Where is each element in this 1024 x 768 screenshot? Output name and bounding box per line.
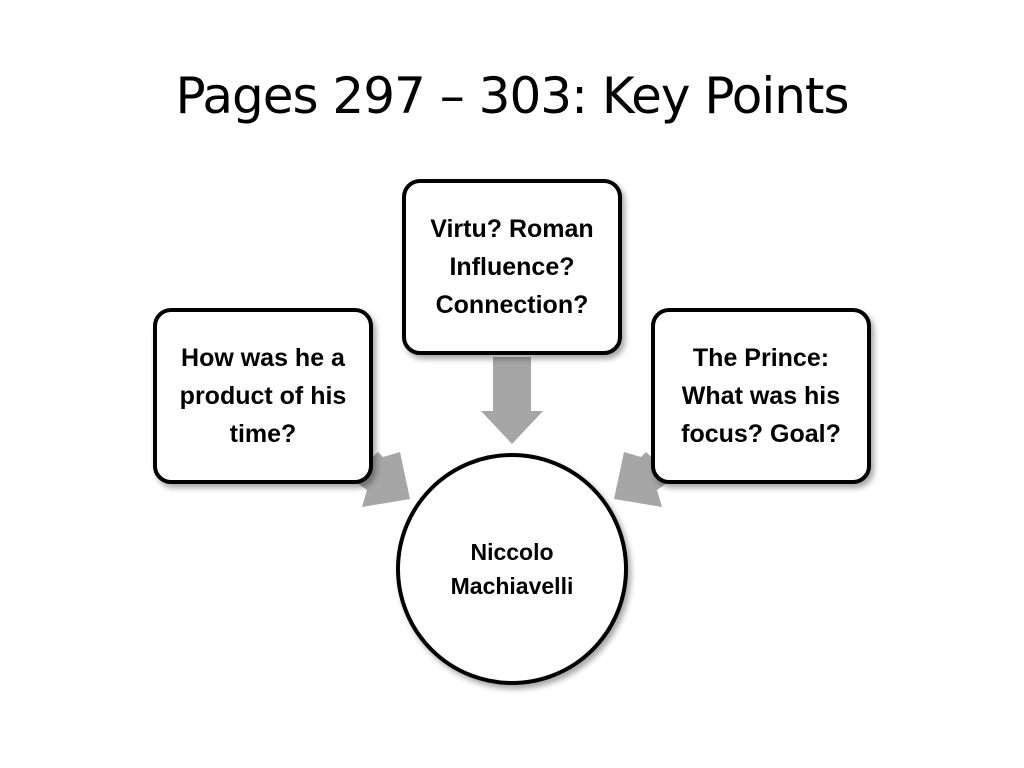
node-right-line: What was his <box>681 382 841 410</box>
node-the-prince: The Prince: What was his focus? Goal? <box>651 308 871 484</box>
center-node-machiavelli: Niccolo Machiavelli <box>396 453 628 685</box>
node-left-line: How was he a <box>181 344 345 372</box>
node-product-of-his-time: How was he a product of his time? <box>153 308 373 484</box>
node-left-text: How was he a product of his time? <box>172 339 355 453</box>
node-left-line: time? <box>229 420 297 448</box>
arrow-top-to-center <box>481 357 543 444</box>
center-node-text: Niccolo Machiavelli <box>451 535 574 603</box>
node-left-line: product of his <box>179 382 347 410</box>
node-top-line: Connection? <box>435 291 589 319</box>
node-right-line: focus? Goal? <box>681 420 841 448</box>
node-right-text: The Prince: What was his focus? Goal? <box>673 339 849 453</box>
node-top-text: Virtu? Roman Influence? Connection? <box>422 210 601 324</box>
node-top-line: Influence? <box>449 253 575 281</box>
node-virtu-roman-influence: Virtu? Roman Influence? Connection? <box>402 179 622 355</box>
node-right-line: The Prince: <box>692 344 830 372</box>
center-node-line: Machiavelli <box>450 573 574 599</box>
node-top-line: Virtu? Roman <box>430 215 594 243</box>
slide-title: Pages 297 – 303: Key Points <box>175 67 849 125</box>
center-node-line: Niccolo <box>470 539 554 565</box>
